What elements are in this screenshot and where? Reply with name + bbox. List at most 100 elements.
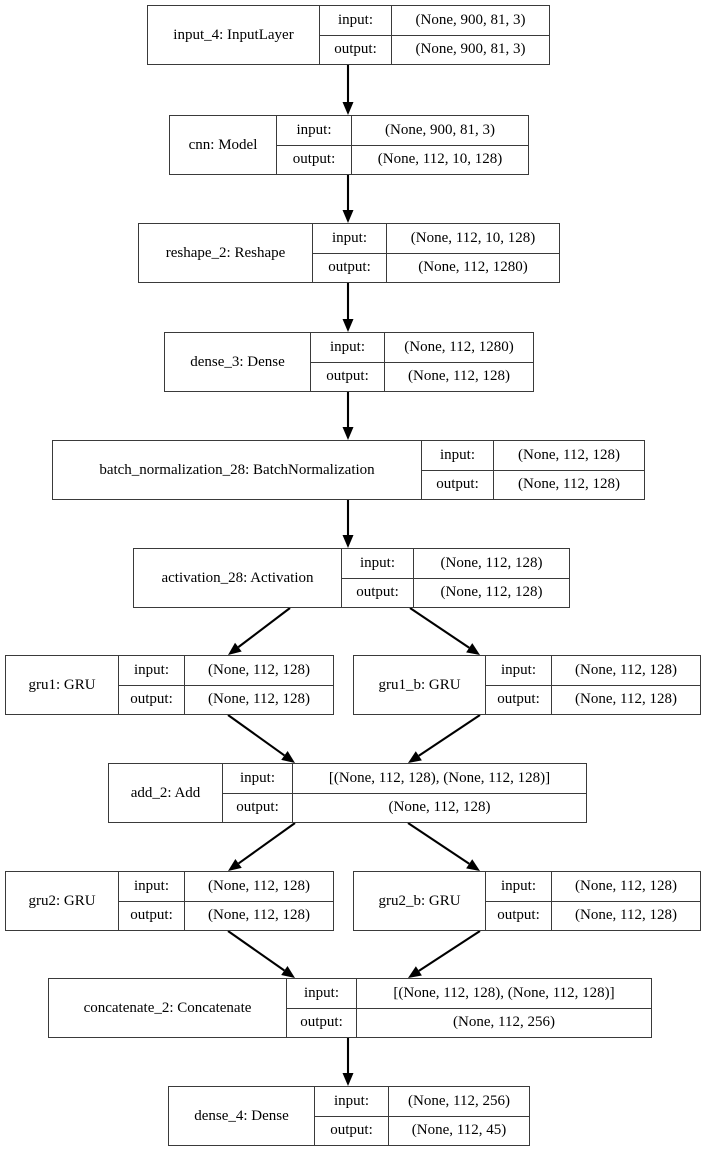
edge-gru2-to-concatenate_2 <box>227 930 295 978</box>
edge-add_2-to-gru2_b <box>407 822 480 871</box>
io-row-output-dense_3: output: (None, 112, 128) <box>311 362 533 391</box>
node-label-gru1_b: gru1_b: GRU <box>354 656 486 714</box>
io-row-input-reshape_2: input: (None, 112, 10, 128) <box>313 224 559 254</box>
io-row-output-concatenate_2: output:(None, 112, 256) <box>287 1008 651 1037</box>
io-input-label: input: <box>342 549 414 578</box>
edge-batch_normalization_28-to-activation_28 <box>342 500 354 548</box>
io-input-label: input: <box>422 441 494 470</box>
io-table-batch_normalization_28: input:(None, 112, 128)output:(None, 112,… <box>422 441 644 499</box>
edge-concatenate_2-to-dense_4 <box>342 1038 354 1086</box>
io-output-label: output: <box>119 685 185 714</box>
node-label-activation_28: activation_28: Activation <box>134 549 342 607</box>
edge-gru1_b-to-add_2 <box>408 714 481 763</box>
io-input-shape: (None, 900, 81, 3) <box>385 121 495 138</box>
node-batch_normalization_28[interactable]: batch_normalization_28: BatchNormalizati… <box>52 440 645 500</box>
io-output-shape: (None, 112, 45) <box>411 1122 507 1139</box>
node-label-gru2: gru2: GRU <box>6 872 119 930</box>
io-output-label: output: <box>313 253 387 282</box>
io-output-shape: (None, 112, 128) <box>575 691 677 708</box>
io-output-shape: (None, 900, 81, 3) <box>415 41 526 58</box>
io-table-activation_28: input:(None, 112, 128)output:(None, 112,… <box>342 549 569 607</box>
io-input-label: input: <box>119 656 185 685</box>
io-table-reshape_2: input: (None, 112, 10, 128) output: (None, … <box>313 224 559 282</box>
io-row-input-dense_4: input: (None, 112, 256) <box>315 1087 529 1117</box>
io-row-input-gru1: input: (None, 112, 128) <box>119 656 333 686</box>
io-input-label: input: <box>311 333 385 362</box>
io-input-shape: [(None, 112, 128), (None, 112, 128)] <box>328 769 551 786</box>
io-input-label: input: <box>119 872 185 901</box>
io-input-label: input: <box>313 224 387 253</box>
edge-add_2-to-gru2 <box>228 822 296 871</box>
io-input-label: input: <box>287 979 357 1008</box>
io-table-dense_4: input: (None, 112, 256) output: (None, 112,… <box>315 1087 529 1145</box>
io-input-label: input: <box>315 1087 389 1116</box>
edge-gru1-to-add_2 <box>227 714 295 763</box>
node-label-batch_normalization_28: batch_normalization_28: BatchNormalizati… <box>53 441 422 499</box>
io-output-label: output: <box>223 793 293 822</box>
io-table-gru1: input: (None, 112, 128) output: (None, 112,… <box>119 656 333 714</box>
io-input-label: input: <box>486 872 552 901</box>
io-row-input-input_4: input: (None, 900, 81, 3) <box>320 6 549 36</box>
io-input-shape: (None, 112, 128) <box>575 877 677 894</box>
io-row-input-add_2: input: [(None, 112, 128), (None, 112, 128… <box>223 764 586 794</box>
io-table-gru2: input:(None, 112, 128)output: (None, 112,… <box>119 872 333 930</box>
io-row-output-reshape_2: output: (None, 112, 1280) <box>313 253 559 282</box>
node-label-concatenate_2: concatenate_2: Concatenate <box>49 979 287 1037</box>
io-input-label: input: <box>320 6 392 35</box>
node-label-dense_3: dense_3: Dense <box>165 333 311 391</box>
io-row-input-gru2_b: input: (None, 112, 128) <box>486 872 700 902</box>
node-label-input_4: input_4: InputLayer <box>148 6 320 64</box>
io-input-label: input: <box>223 764 293 793</box>
io-table-gru1_b: input:(None, 112, 128)output:(None, 112,… <box>486 656 700 714</box>
io-output-shape: (None, 112, 128) <box>208 691 310 708</box>
io-output-shape: (None, 112, 128) <box>388 799 491 816</box>
io-input-shape: (None, 112, 10, 128) <box>410 229 536 246</box>
edge-reshape_2-to-dense_3 <box>342 283 354 332</box>
io-output-shape: (None, 112, 1280) <box>418 259 528 276</box>
io-output-shape: (None, 112, 10, 128) <box>377 151 503 168</box>
io-row-input-dense_3: input:(None, 112, 1280) <box>311 333 533 363</box>
io-table-add_2: input: [(None, 112, 128), (None, 112, 128… <box>223 764 586 822</box>
io-output-label: output: <box>320 35 392 64</box>
edge-gru2_b-to-concatenate_2 <box>408 930 481 978</box>
io-output-shape: (None, 112, 128) <box>208 907 310 924</box>
io-input-shape: (None, 112, 128) <box>208 661 310 678</box>
io-table-concatenate_2: input:[(None, 112, 128), (None, 112, 128… <box>287 979 651 1037</box>
io-output-shape: (None, 112, 128) <box>408 368 510 385</box>
io-row-input-concatenate_2: input:[(None, 112, 128), (None, 112, 128… <box>287 979 651 1009</box>
io-output-label: output: <box>422 470 494 499</box>
io-output-label: output: <box>486 901 552 930</box>
io-input-shape: (None, 112, 256) <box>408 1092 510 1109</box>
io-row-input-gru2: input:(None, 112, 128) <box>119 872 333 902</box>
io-row-output-gru1: output: (None, 112, 128) <box>119 685 333 714</box>
io-output-label: output: <box>315 1116 389 1145</box>
io-table-gru2_b: input: (None, 112, 128) output: (None, 112,… <box>486 872 700 930</box>
io-output-label: output: <box>287 1008 357 1037</box>
io-row-output-gru2_b: output: (None, 112, 128) <box>486 901 700 930</box>
node-label-cnn: cnn: Model <box>170 116 277 174</box>
io-output-shape: (None, 112, 128) <box>575 907 677 924</box>
io-output-label: output: <box>342 578 414 607</box>
edge-activation_28-to-gru1_b <box>409 607 480 655</box>
io-row-output-dense_4: output: (None, 112, 45) <box>315 1116 529 1145</box>
io-input-shape: (None, 900, 81, 3) <box>415 11 526 28</box>
io-output-label: output: <box>311 362 385 391</box>
io-row-output-batch_normalization_28: output:(None, 112, 128) <box>422 470 644 499</box>
io-output-label: output: <box>119 901 185 930</box>
io-input-label: input: <box>486 656 552 685</box>
edge-input_4-to-cnn <box>342 65 354 115</box>
io-row-output-gru2: output: (None, 112, 128) <box>119 901 333 930</box>
